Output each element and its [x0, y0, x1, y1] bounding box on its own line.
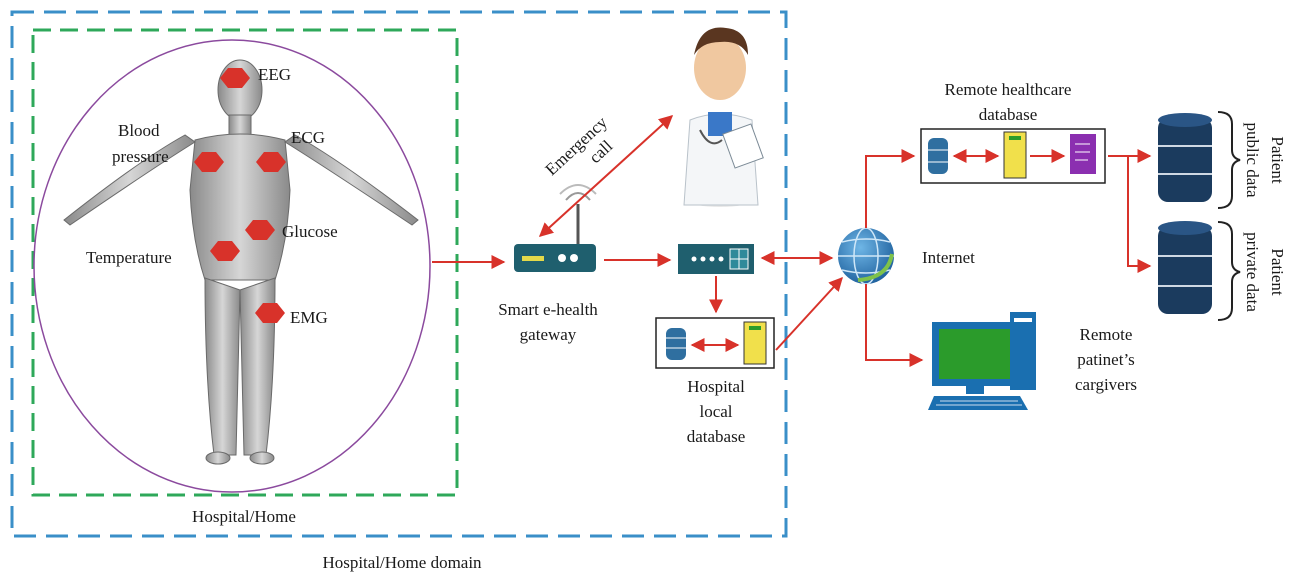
label-gateway-2: gateway — [520, 325, 577, 344]
label-caregivers-3: cargivers — [1075, 375, 1137, 394]
label-local-db-2: local — [699, 402, 732, 421]
arrow-localdb-to-internet — [775, 276, 843, 351]
database-icon — [1158, 221, 1212, 314]
label-gateway-1: Smart e-health — [498, 300, 598, 319]
label-caregivers-2: patinet’s — [1077, 350, 1135, 369]
label-public-2: public data — [1243, 122, 1262, 198]
folder-icon — [1003, 131, 1027, 179]
router-icon — [514, 184, 597, 272]
globe-icon — [838, 227, 894, 285]
label-ecg: ECG — [291, 128, 325, 147]
folder-icon — [743, 321, 767, 365]
doctor-icon — [683, 27, 764, 207]
label-local-db-3: database — [687, 427, 746, 446]
sensor-icon — [194, 68, 286, 323]
label-private-2: private data — [1243, 232, 1262, 312]
label-eeg: EEG — [258, 65, 291, 84]
label-private-1: Patient — [1268, 248, 1287, 295]
body-sensor-ellipse — [33, 39, 431, 493]
computer-icon — [928, 312, 1036, 410]
label-local-db-1: Hospital — [687, 377, 745, 396]
document-icon — [1070, 134, 1096, 174]
label-public-1: Patient — [1268, 136, 1287, 183]
label-emg: EMG — [290, 308, 328, 327]
label-blood-pressure-2: pressure — [112, 147, 169, 166]
server-icon — [678, 244, 754, 274]
label-internet: Internet — [922, 248, 975, 267]
database-icon — [1158, 113, 1212, 202]
label-remote-db-1: Remote healthcare — [945, 80, 1072, 99]
label-caregivers-1: Remote — [1080, 325, 1133, 344]
label-remote-db-2: database — [979, 105, 1038, 124]
label-temperature: Temperature — [86, 248, 172, 267]
arrow-emergency-call — [538, 115, 674, 237]
database-icon — [928, 138, 948, 174]
label-glucose: Glucose — [282, 222, 338, 241]
label-inner-domain: Hospital/Home — [192, 507, 296, 526]
outer-domain-border — [10, 10, 788, 538]
arrow-internet-to-caregivers — [865, 284, 924, 367]
label-outer-domain: Hospital/Home domain — [322, 553, 482, 572]
label-blood-pressure-1: Blood — [118, 121, 160, 140]
database-icon — [666, 328, 686, 360]
arrow-to-private — [1127, 156, 1152, 273]
arrow-internet-to-remote-db — [865, 149, 916, 228]
